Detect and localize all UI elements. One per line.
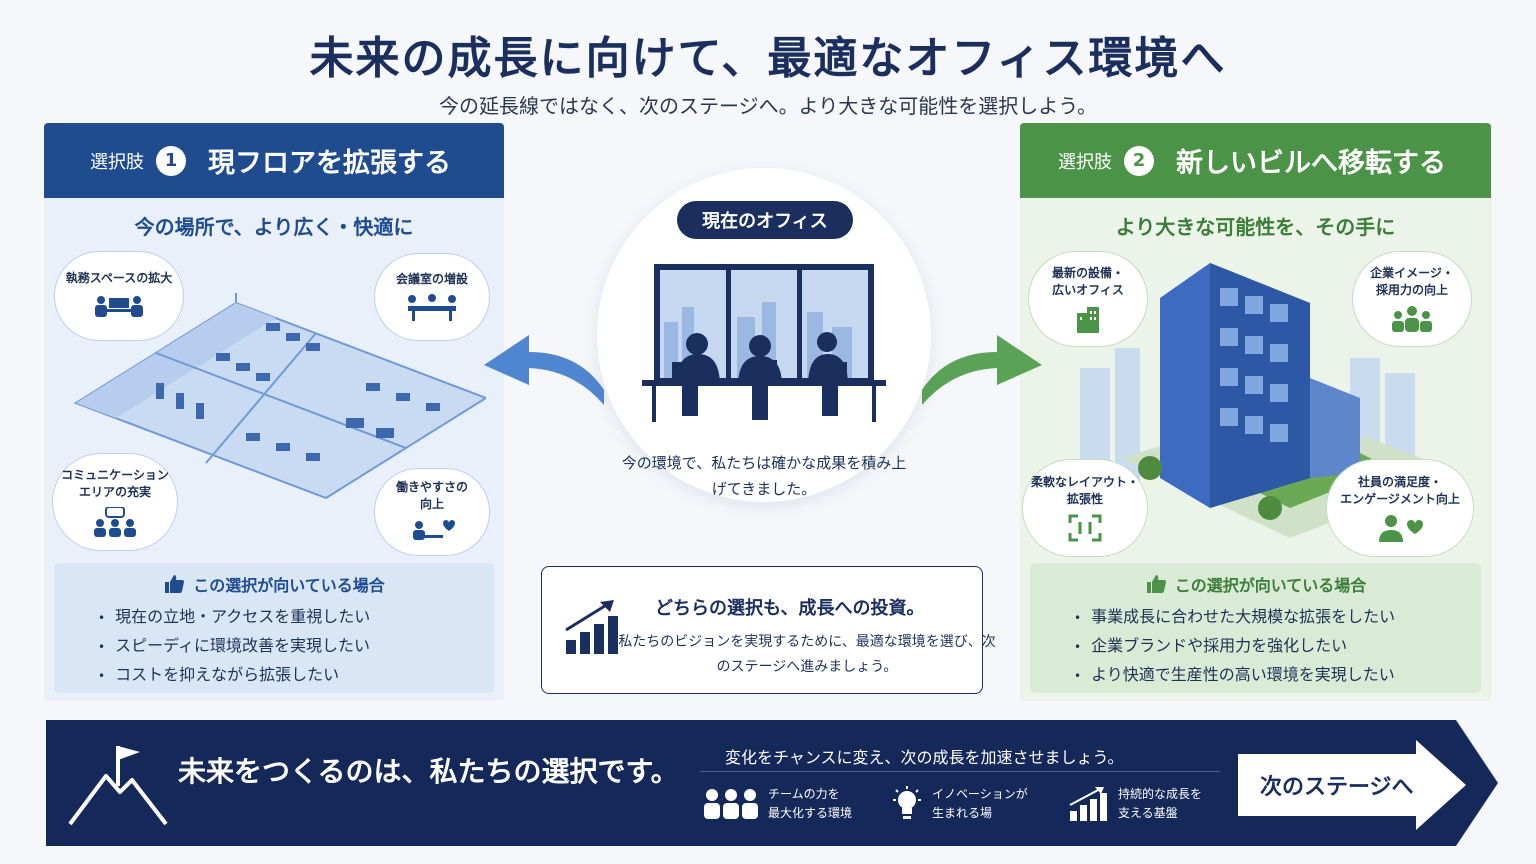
- list-item: スピーディに環境改善を実現したい: [98, 632, 494, 661]
- thumbs-up-icon: [1146, 575, 1166, 593]
- floor-plan-illustration: [73, 293, 486, 500]
- option2-fit-list: 事業成長に合わせた大規模な拡張をしたい 企業ブランドや採用力を強化したい より快…: [1030, 603, 1481, 690]
- option1-number: 1: [156, 145, 186, 176]
- bubble-meeting-rooms-label: 会議室の増設: [395, 271, 468, 286]
- team-chat-icon: [94, 506, 136, 537]
- option1-fit-list: 現在の立地・アクセスを重視したい スピーディに環境改善を実現したい コストを抑え…: [54, 603, 494, 690]
- footer-banner: [46, 720, 1498, 846]
- office-team-illustration: [642, 264, 886, 422]
- list-item: コストを抑えながら拡張したい: [98, 661, 494, 690]
- team-icon: [704, 789, 758, 819]
- feature-innovation-label: イノベーションが 生まれる場: [932, 787, 1028, 820]
- option2-label: 選択肢: [1058, 151, 1112, 173]
- worker-heart-icon: [413, 519, 455, 540]
- option2-header: 選択肢 2 新しいビルへ移転する: [1020, 123, 1491, 198]
- bubble-facilities-label: 最新の設備・ 広いオフィス: [1051, 266, 1124, 297]
- bubble-comfort-label: 働きやすさの 向上: [395, 480, 468, 511]
- banner-divider: [700, 771, 1220, 772]
- arrow-right-icon: [922, 335, 1042, 405]
- option2-fit-title: この選択が向いている場合: [1174, 576, 1367, 595]
- growth-chart-icon: [565, 600, 618, 654]
- feature-growth-label: 持続的な成長を 支える基盤: [1118, 787, 1203, 820]
- bubble-engagement: 社員の満足度・ エンゲージメント向上: [1326, 459, 1474, 557]
- bubble-workspace: 執務スペースの拡大: [54, 251, 184, 341]
- current-office-text: 今の環境で、私たちは確かな成果を積み上げてきました。: [621, 454, 907, 498]
- option2-panel: 選択肢 2 新しいビルへ移転する より大きな可能性を、その手に 最新の設備・ 広…: [1020, 123, 1491, 701]
- option2-tagline: より大きな可能性を、その手に: [1115, 215, 1396, 239]
- arrow-left-icon: [484, 335, 604, 405]
- option1-panel: 選択肢 1 現フロアを拡張する 今の場所で、より広く・快適に 執務スペースの拡大…: [44, 123, 504, 701]
- option2-number: 2: [1124, 145, 1154, 176]
- option1-header: 選択肢 1 現フロアを拡張する: [44, 123, 504, 198]
- bubble-communication-label: コミュニケーション エリアの充実: [61, 468, 169, 499]
- option1-label: 選択肢: [90, 151, 144, 173]
- bubble-facilities: 最新の設備・ 広いオフィス: [1028, 251, 1148, 347]
- lightbulb-icon: [893, 786, 921, 819]
- bubble-brand: 企業イメージ・ 採用力の向上: [1352, 251, 1472, 347]
- option1-fit-header: この選択が向いている場合: [54, 571, 494, 597]
- bubble-meeting-rooms: 会議室の増設: [374, 253, 490, 341]
- bubble-layout-label: 柔軟なレイアウト・ 拡張性: [1030, 475, 1139, 506]
- banner-headline: 未来をつくるのは、私たちの選択です。: [178, 755, 679, 788]
- bubble-workspace-label: 執務スペースの拡大: [65, 270, 173, 285]
- next-stage-button[interactable]: 次のステージへ: [1260, 775, 1414, 800]
- investment-title: どちらの選択も、成長への投資。: [655, 598, 925, 619]
- growth-bars-icon: [1069, 787, 1107, 821]
- list-item: より快適で生産性の高い環境を実現したい: [1074, 661, 1481, 690]
- option2-title: 新しいビルへ移転する: [1176, 148, 1446, 179]
- bubble-brand-label: 企業イメージ・ 採用力の向上: [1370, 266, 1454, 297]
- thumbs-up-icon: [165, 575, 185, 593]
- list-item: 現在の立地・アクセスを重視したい: [98, 603, 494, 632]
- option1-tagline: 今の場所で、より広く・快適に: [134, 215, 414, 239]
- option2-fit-box: この選択が向いている場合 事業成長に合わせた大規模な拡張をしたい 企業ブランドや…: [1030, 563, 1481, 693]
- feature-growth: 持続的な成長を 支える基盤: [1068, 785, 1202, 823]
- bubble-comfort: 働きやすさの 向上: [374, 468, 490, 556]
- person-heart-icon: [1379, 514, 1423, 542]
- feature-innovation: イノベーションが 生まれる場: [890, 785, 1028, 823]
- option1-title: 現フロアを拡張する: [208, 148, 451, 179]
- bubble-engagement-label: 社員の満足度・ エンゲージメント向上: [1340, 475, 1460, 506]
- team-group-icon: [1392, 305, 1432, 332]
- meeting-table-icon: [408, 294, 456, 322]
- investment-text: 私たちのビジョンを実現するために、最適な環境を選び、次のステージへ進みましょう。: [618, 634, 996, 675]
- option1-fit-box: この選択が向いている場合 現在の立地・アクセスを重視したい スピーディに環境改善…: [54, 563, 494, 693]
- list-item: 企業ブランドや採用力を強化したい: [1074, 632, 1481, 661]
- feature-team: チームの力を 最大化する環境: [702, 785, 852, 823]
- bubble-communication: コミュニケーション エリアの充実: [52, 453, 178, 551]
- list-item: 事業成長に合わせた大規模な拡張をしたい: [1074, 603, 1481, 632]
- option2-fit-header: この選択が向いている場合: [1030, 571, 1481, 597]
- expand-icon: [1068, 514, 1102, 542]
- current-office-badge: 現在のオフィス: [677, 201, 853, 239]
- option1-fit-title: この選択が向いている場合: [193, 576, 385, 595]
- banner-subtext: 変化をチャンスに変え、次の成長を加速させましょう。: [725, 748, 1124, 767]
- feature-team-label: チームの力を 最大化する環境: [768, 787, 853, 820]
- office-building-icon: [1077, 306, 1099, 333]
- bubble-layout: 柔軟なレイアウト・ 拡張性: [1022, 459, 1148, 557]
- page-title: 未来の成長に向けて、最適なオフィス環境へ: [309, 33, 1227, 84]
- desk-people-icon: [95, 296, 143, 318]
- next-stage-arrow-shape: [1238, 740, 1466, 830]
- page-subtitle: 今の延長線ではなく、次のステージへ。より大きな可能性を選択しよう。: [439, 94, 1097, 118]
- mountain-flag-icon: [68, 746, 168, 826]
